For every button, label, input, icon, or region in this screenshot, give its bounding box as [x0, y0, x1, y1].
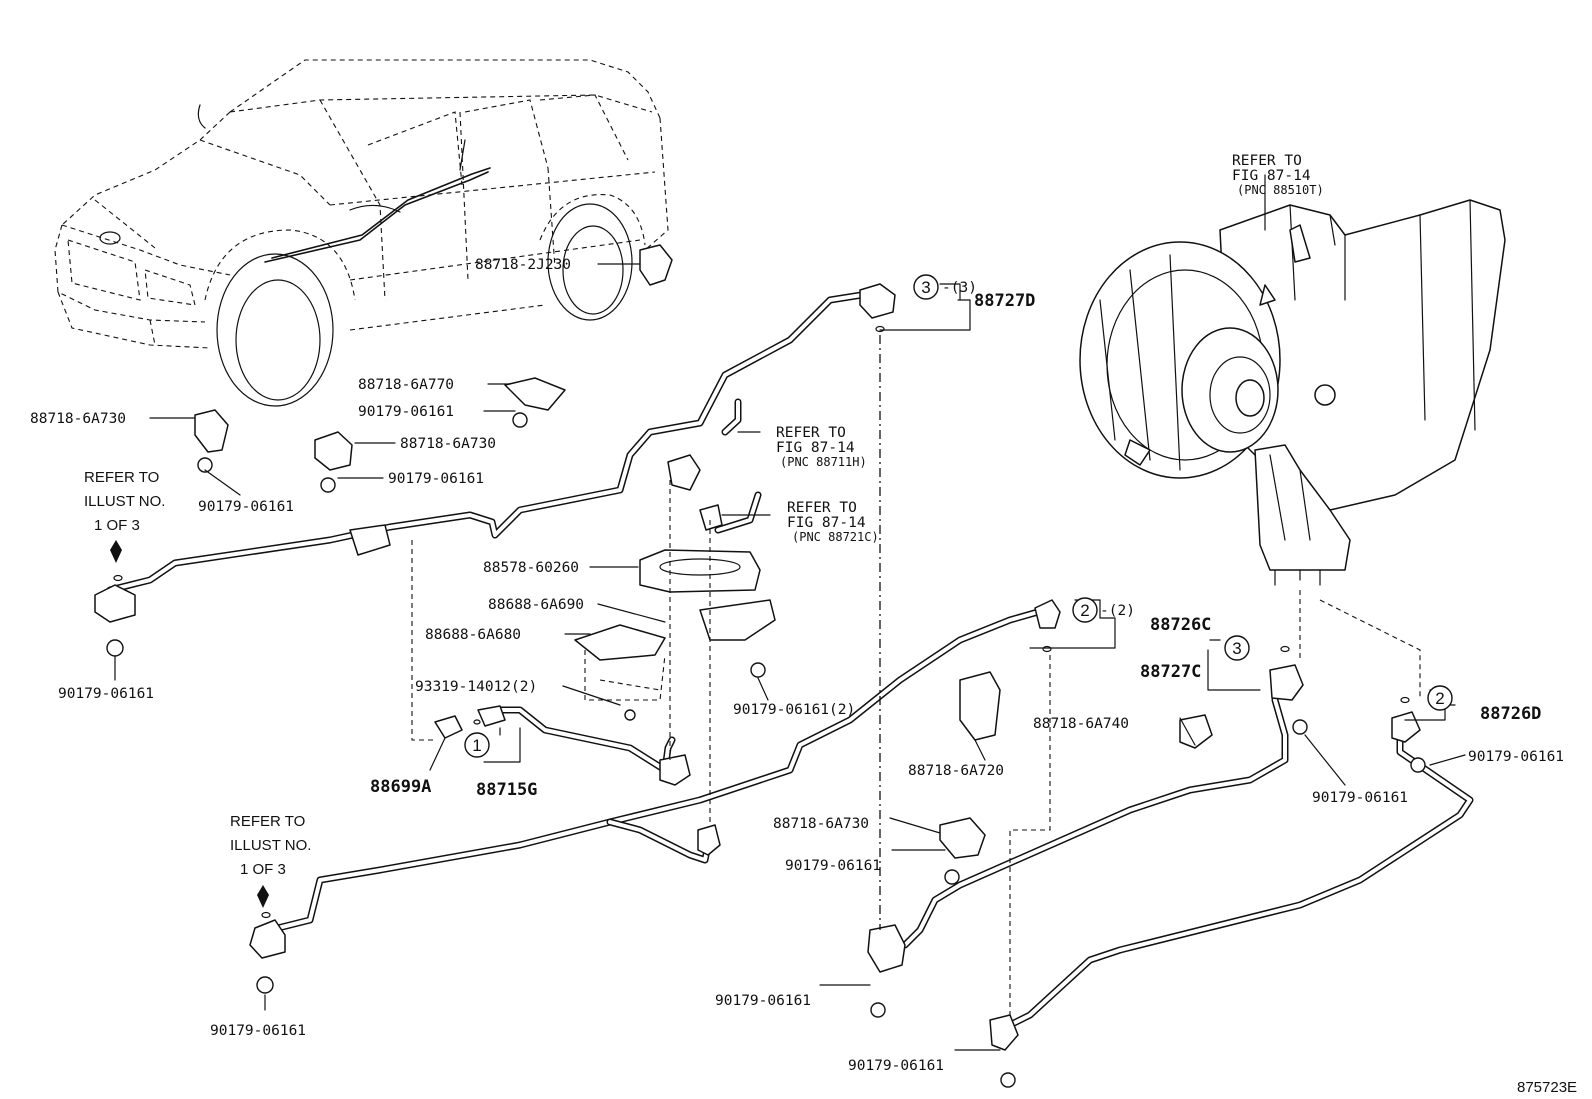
callout-2-right [1427, 685, 1453, 711]
part-labels: 88727D 88718-2J230 88718-6A770 90179-061… [30, 257, 1564, 1074]
label-90179-06161-f: 90179-06161 [1312, 790, 1408, 806]
svg-text:REFER TO: REFER TO [230, 813, 305, 830]
svg-text:ILLUST NO.: ILLUST NO. [84, 493, 165, 510]
label-88727D: 88727D [974, 291, 1035, 311]
svg-text:REFER TO: REFER TO [776, 425, 846, 441]
refer-fig-88510: REFER TO FIG 87-14 (PNC 88510T) [1232, 153, 1324, 197]
nuts [106, 412, 1426, 1088]
label-88718-6A740: 88718-6A740 [1033, 716, 1129, 732]
svg-text:REFER TO: REFER TO [84, 469, 159, 486]
label-88726D: 88726D [1480, 704, 1541, 724]
callout-1-text: 1 [472, 736, 481, 755]
svg-text:(PNC 88721C): (PNC 88721C) [792, 530, 879, 544]
callout-3-right-text: 3 [1232, 639, 1241, 658]
label-88688-6A680: 88688-6A680 [425, 627, 521, 643]
dashed-connections [411, 335, 1421, 1020]
label-90179-06161-2: 90179-06161(2) [733, 702, 855, 718]
svg-text:1 OF 3: 1 OF 3 [94, 517, 140, 534]
refer-arrows [110, 540, 269, 908]
svg-text:1 OF 3: 1 OF 3 [240, 861, 286, 878]
label-90179-06161-d: 90179-06161 [58, 686, 154, 702]
svg-text:FIG 87-14: FIG 87-14 [776, 440, 855, 456]
svg-text:(PNC 88711H): (PNC 88711H) [780, 455, 867, 469]
refer-fig-88711H: REFER TO FIG 87-14 (PNC 88711H) [776, 425, 867, 469]
blower-unit [1079, 199, 1506, 586]
label-88718-6A730-b: 88718-6A730 [400, 436, 496, 452]
refer-illust-note-2: REFER TO ILLUST NO. 1 OF 3 [230, 813, 311, 878]
label-88715G: 88715G [476, 780, 537, 800]
o-rings [113, 325, 1410, 919]
svg-text:FIG 87-14: FIG 87-14 [1232, 168, 1311, 184]
label-88718-6A730-a: 88718-6A730 [30, 411, 126, 427]
label-88726C: 88726C [1150, 615, 1211, 635]
label-90179-06161-h: 90179-06161 [715, 993, 811, 1009]
svg-text:REFER TO: REFER TO [1232, 153, 1302, 169]
svg-text:REFER TO: REFER TO [787, 500, 857, 516]
label-90179-06161-j: 90179-06161 [848, 1058, 944, 1074]
callout-3-top-qty: -(3) [942, 280, 977, 296]
svg-text:FIG 87-14: FIG 87-14 [787, 515, 866, 531]
label-88578-60260: 88578-60260 [483, 560, 579, 576]
label-90179-06161-a: 90179-06161 [358, 404, 454, 420]
diagram-id: 875723E [1517, 1079, 1577, 1096]
callout-1 [464, 732, 490, 758]
refer-fig-88721C: REFER TO FIG 87-14 (PNC 88721C) [787, 500, 879, 544]
label-93319-14012: 93319-14012(2) [415, 679, 537, 695]
label-90179-06161-b: 90179-06161 [388, 471, 484, 487]
label-88718-6A720: 88718-6A720 [908, 763, 1004, 779]
callout-3-top-text: 3 [921, 278, 930, 297]
label-88718-6A770: 88718-6A770 [358, 377, 454, 393]
callout-3-top [913, 274, 939, 300]
callout-2-right-text: 2 [1435, 689, 1444, 708]
svg-text:(PNC 88510T): (PNC 88510T) [1237, 183, 1324, 197]
label-88699A: 88699A [370, 777, 431, 797]
svg-text:ILLUST NO.: ILLUST NO. [230, 837, 311, 854]
leader-lines [114, 174, 1466, 1051]
callouts: 3 -(3) 2 -(2) 3 2 1 [464, 274, 1453, 758]
refer-notes: REFER TO ILLUST NO. 1 OF 3 REFER TO ILLU… [84, 153, 1324, 878]
label-90179-06161-e: 90179-06161 [1468, 749, 1564, 765]
fittings [94, 244, 1421, 1051]
callout-2-mid-qty: -(2) [1100, 603, 1135, 619]
refrigerant-pipes [106, 290, 1474, 1034]
label-90179-06161-c: 90179-06161 [198, 499, 294, 515]
label-88688-6A690: 88688-6A690 [488, 597, 584, 613]
callout-2-mid-text: 2 [1080, 601, 1089, 620]
label-90179-06161-g: 90179-06161 [785, 858, 881, 874]
label-88718-6A730-c: 88718-6A730 [773, 816, 869, 832]
label-90179-06161-i: 90179-06161 [210, 1023, 306, 1039]
label-88718-2J230: 88718-2J230 [475, 257, 571, 273]
refer-illust-note-1: REFER TO ILLUST NO. 1 OF 3 [84, 469, 165, 534]
callout-2-mid [1072, 597, 1098, 623]
label-88727C: 88727C [1140, 662, 1201, 682]
vehicle-illustration [54, 59, 669, 407]
callout-3-right [1224, 635, 1250, 661]
